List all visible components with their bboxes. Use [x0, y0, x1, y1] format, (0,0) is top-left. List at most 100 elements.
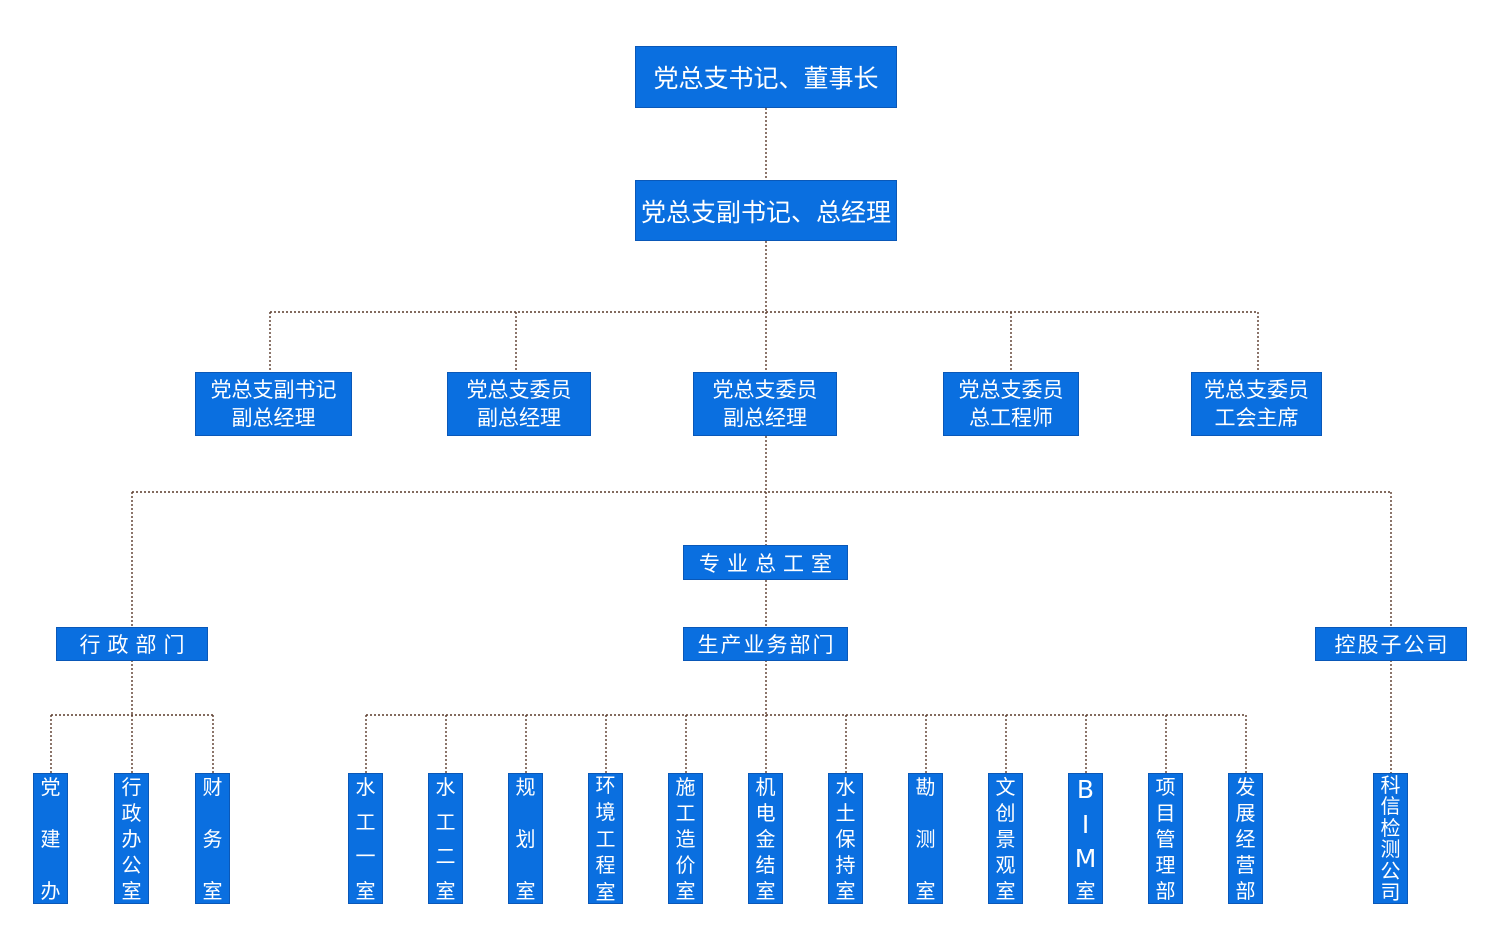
unit-char: 一 [355, 844, 376, 869]
unit-char: 展 [1235, 801, 1256, 825]
unit-char: 务 [202, 827, 223, 851]
node-admin-dept: 行政部门 [56, 627, 208, 661]
unit-char: 办 [121, 827, 142, 851]
unit-char: 室 [515, 879, 536, 903]
unit-char: 室 [202, 879, 223, 903]
node-chief-engineer-office: 专业总工室 [683, 545, 848, 580]
node-label: 党总支书记、董事长 [653, 64, 879, 93]
unit-char: 持 [835, 853, 856, 877]
unit-char: 程 [595, 853, 616, 878]
node-label-line1: 党总支委员 [958, 378, 1064, 402]
unit-char: 室 [355, 878, 376, 903]
unit-char: 管 [1155, 827, 1176, 851]
unit-soil-water-conservation: 水 土 保 持 室 [828, 773, 863, 904]
node-leader-5: 党总支委员 工会主席 [1191, 372, 1322, 436]
unit-char: 金 [755, 827, 776, 851]
unit-char: 室 [435, 878, 456, 903]
unit-char: 创 [995, 801, 1016, 825]
unit-business-development: 发 展 经 营 部 [1228, 773, 1263, 904]
unit-char: 建 [40, 827, 61, 851]
unit-cultural-landscape: 文 创 景 观 室 [988, 773, 1023, 904]
node-label-line1: 党总支委员 [1204, 378, 1309, 402]
node-leader-1: 党总支副书记 副总经理 [195, 372, 352, 436]
node-label-line2: 副总经理 [723, 406, 807, 430]
unit-char: 政 [121, 801, 142, 825]
unit-char: 室 [675, 879, 696, 903]
unit-char: 理 [1155, 853, 1176, 877]
unit-char: 景 [995, 827, 1016, 851]
unit-char: 室 [995, 879, 1016, 903]
unit-char: 公 [121, 853, 142, 877]
unit-char: 室 [121, 879, 142, 903]
unit-char: M [1074, 844, 1097, 874]
unit-construction-cost: 施 工 造 价 室 [668, 773, 703, 904]
unit-survey: 勘 测 室 [908, 773, 943, 904]
unit-char: 室 [755, 879, 776, 903]
unit-char: 部 [1155, 879, 1176, 903]
unit-char: 党 [40, 775, 61, 799]
unit-char: 水 [835, 775, 856, 799]
connector-gm-to-leaders [269, 241, 1259, 372]
unit-char: 境 [595, 799, 616, 824]
unit-char: 测 [915, 827, 936, 851]
node-leader-2: 党总支委员 副总经理 [447, 372, 591, 436]
unit-char: 机 [755, 775, 776, 799]
unit-environmental-engineering: 环 境 工 程 室 [588, 773, 623, 904]
unit-char: 土 [835, 801, 856, 825]
unit-char: B [1076, 775, 1095, 804]
unit-char: 办 [40, 879, 61, 903]
node-label-line1: 党总支副书记 [210, 378, 337, 402]
unit-hydraulic-1: 水 工 一 室 [348, 773, 383, 904]
unit-char: 室 [1075, 878, 1096, 903]
node-label-line2: 副总经理 [477, 406, 561, 430]
node-label-line1: 党总支委员 [466, 378, 572, 402]
node-label: 党总支副书记、总经理 [640, 197, 891, 227]
unit-project-management: 项 目 管 理 部 [1148, 773, 1183, 904]
unit-party-building-office: 党 建 办 [33, 773, 68, 904]
node-label-line2: 副总经理 [231, 406, 316, 430]
unit-char: I [1081, 809, 1090, 839]
unit-char: 工 [355, 809, 376, 834]
unit-char: 营 [1235, 853, 1256, 877]
unit-char: 施 [675, 775, 696, 799]
unit-char: 环 [595, 773, 616, 797]
unit-char: 文 [995, 775, 1016, 799]
unit-char: 电 [755, 801, 776, 825]
node-label: 行政部门 [79, 633, 192, 657]
unit-char: 经 [1235, 827, 1256, 851]
connector-production-units [365, 660, 1247, 773]
unit-planning: 规 划 室 [508, 773, 543, 904]
unit-char: 室 [595, 880, 616, 904]
unit-char: 公 [1380, 858, 1401, 883]
unit-admin-office: 行 政 办 公 室 [114, 773, 149, 904]
unit-char: 勘 [915, 775, 936, 799]
unit-char: 二 [435, 844, 456, 869]
node-leader-3: 党总支委员 副总经理 [693, 372, 837, 436]
unit-char: 行 [121, 775, 142, 799]
node-deputy-secretary-gm: 党总支副书记、总经理 [635, 180, 897, 241]
unit-char: 测 [1380, 837, 1401, 862]
unit-char: 造 [675, 827, 696, 851]
unit-kexin-testing-company: 科 信 检 测 公 司 [1373, 773, 1408, 904]
unit-char: 信 [1380, 794, 1401, 819]
unit-char: 科 [1380, 773, 1401, 797]
unit-char: 价 [675, 853, 696, 877]
unit-char: 司 [1380, 879, 1401, 904]
connector-admin-units [50, 660, 214, 773]
unit-char: 室 [915, 879, 936, 903]
node-leader-4: 党总支委员 总工程师 [943, 372, 1079, 436]
unit-bim: B I M 室 [1068, 773, 1103, 904]
node-secretary-chairman: 党总支书记、董事长 [635, 46, 897, 108]
unit-char: 水 [355, 775, 376, 799]
unit-char: 结 [755, 853, 776, 877]
unit-char: 保 [835, 827, 856, 851]
unit-char: 规 [515, 775, 536, 799]
unit-char: 工 [595, 826, 616, 851]
unit-char: 工 [435, 809, 456, 834]
unit-char: 发 [1235, 775, 1256, 799]
node-label: 专业总工室 [699, 551, 839, 576]
node-production-dept: 生产业务部门 [683, 627, 848, 661]
node-subsidiary: 控股子公司 [1315, 627, 1467, 661]
node-label: 生产业务部门 [697, 633, 836, 657]
